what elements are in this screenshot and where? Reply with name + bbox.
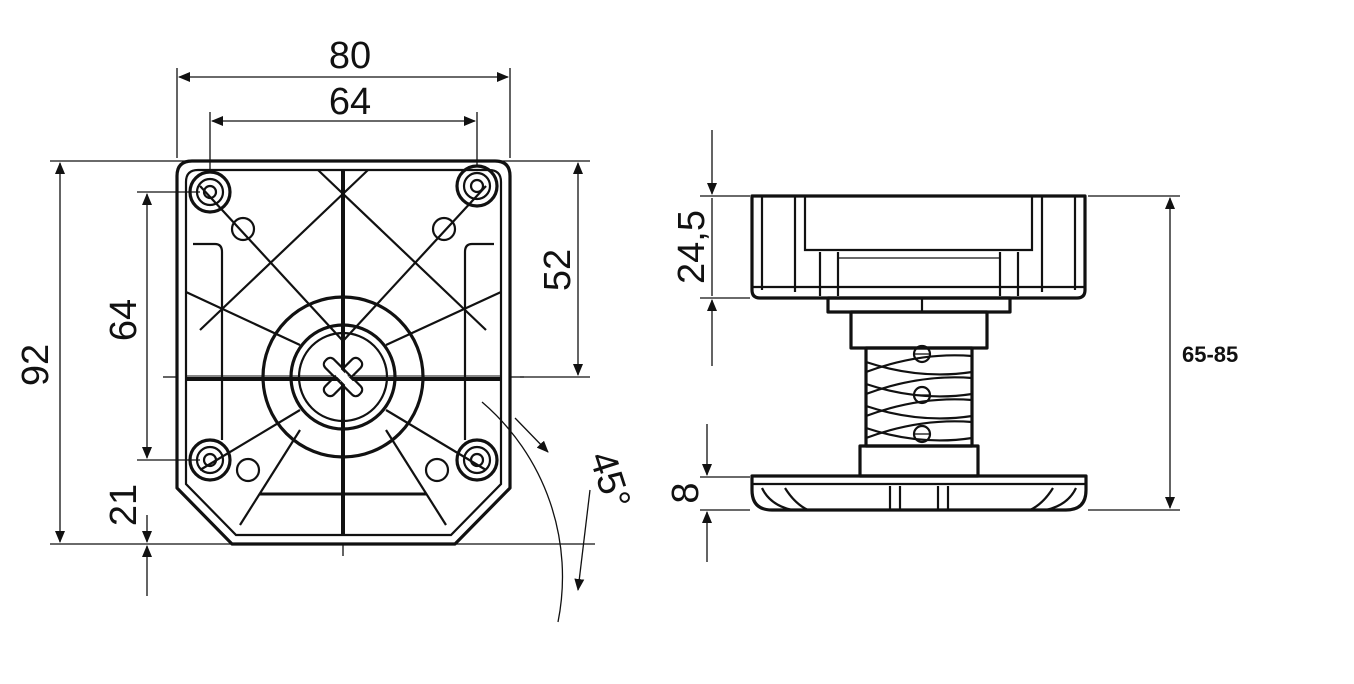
- lower-hub: [858, 444, 980, 478]
- screw-3-icon: [912, 424, 932, 444]
- dim-label-65-85: 65-85: [1182, 342, 1238, 367]
- dim-label-64-horizontal: 64: [329, 81, 371, 123]
- plate-inner-outline: [184, 168, 503, 537]
- dim-label-92: 92: [15, 344, 57, 386]
- side-view: 24,5 8 65-85: [665, 130, 1238, 562]
- left-pocket: [193, 242, 224, 440]
- dim-label-64-vertical: 64: [103, 299, 145, 341]
- dim-label-52: 52: [537, 249, 579, 291]
- nut-collar: [826, 296, 1012, 314]
- extension-lines: [50, 68, 595, 545]
- dim-label-45-degrees: 45°: [581, 446, 639, 514]
- center-boss: [261, 295, 425, 459]
- right-pocket: [463, 242, 494, 440]
- plan-view: 80 64 92 64 52 21 45°: [15, 35, 639, 623]
- nut-body: [849, 310, 989, 350]
- mounting-holes: [188, 164, 499, 483]
- top-plate: [750, 194, 1087, 300]
- screw-2-icon: [912, 385, 932, 405]
- pin-top-left: [230, 216, 256, 242]
- base-pad: [750, 474, 1088, 512]
- threaded-spindle: [864, 346, 974, 448]
- dim-label-80: 80: [329, 35, 371, 77]
- dim-label-21: 21: [103, 484, 145, 526]
- pin-bottom-left: [235, 457, 261, 483]
- pin-top-right: [431, 216, 457, 242]
- side-extension-lines: [700, 195, 1180, 511]
- pin-bottom-right: [424, 457, 450, 483]
- dim-label-8: 8: [665, 482, 707, 503]
- center-bore-inner: [297, 331, 389, 423]
- dim-label-24-5: 24,5: [671, 210, 713, 284]
- hole-bottom-right: [455, 438, 499, 482]
- hole-top-right: [455, 164, 499, 208]
- base-ribs: [761, 486, 1077, 512]
- screw-1-icon: [912, 344, 932, 364]
- cross-slot-icon: [322, 356, 364, 398]
- angle-arc: [481, 401, 564, 623]
- center-bore: [289, 323, 397, 431]
